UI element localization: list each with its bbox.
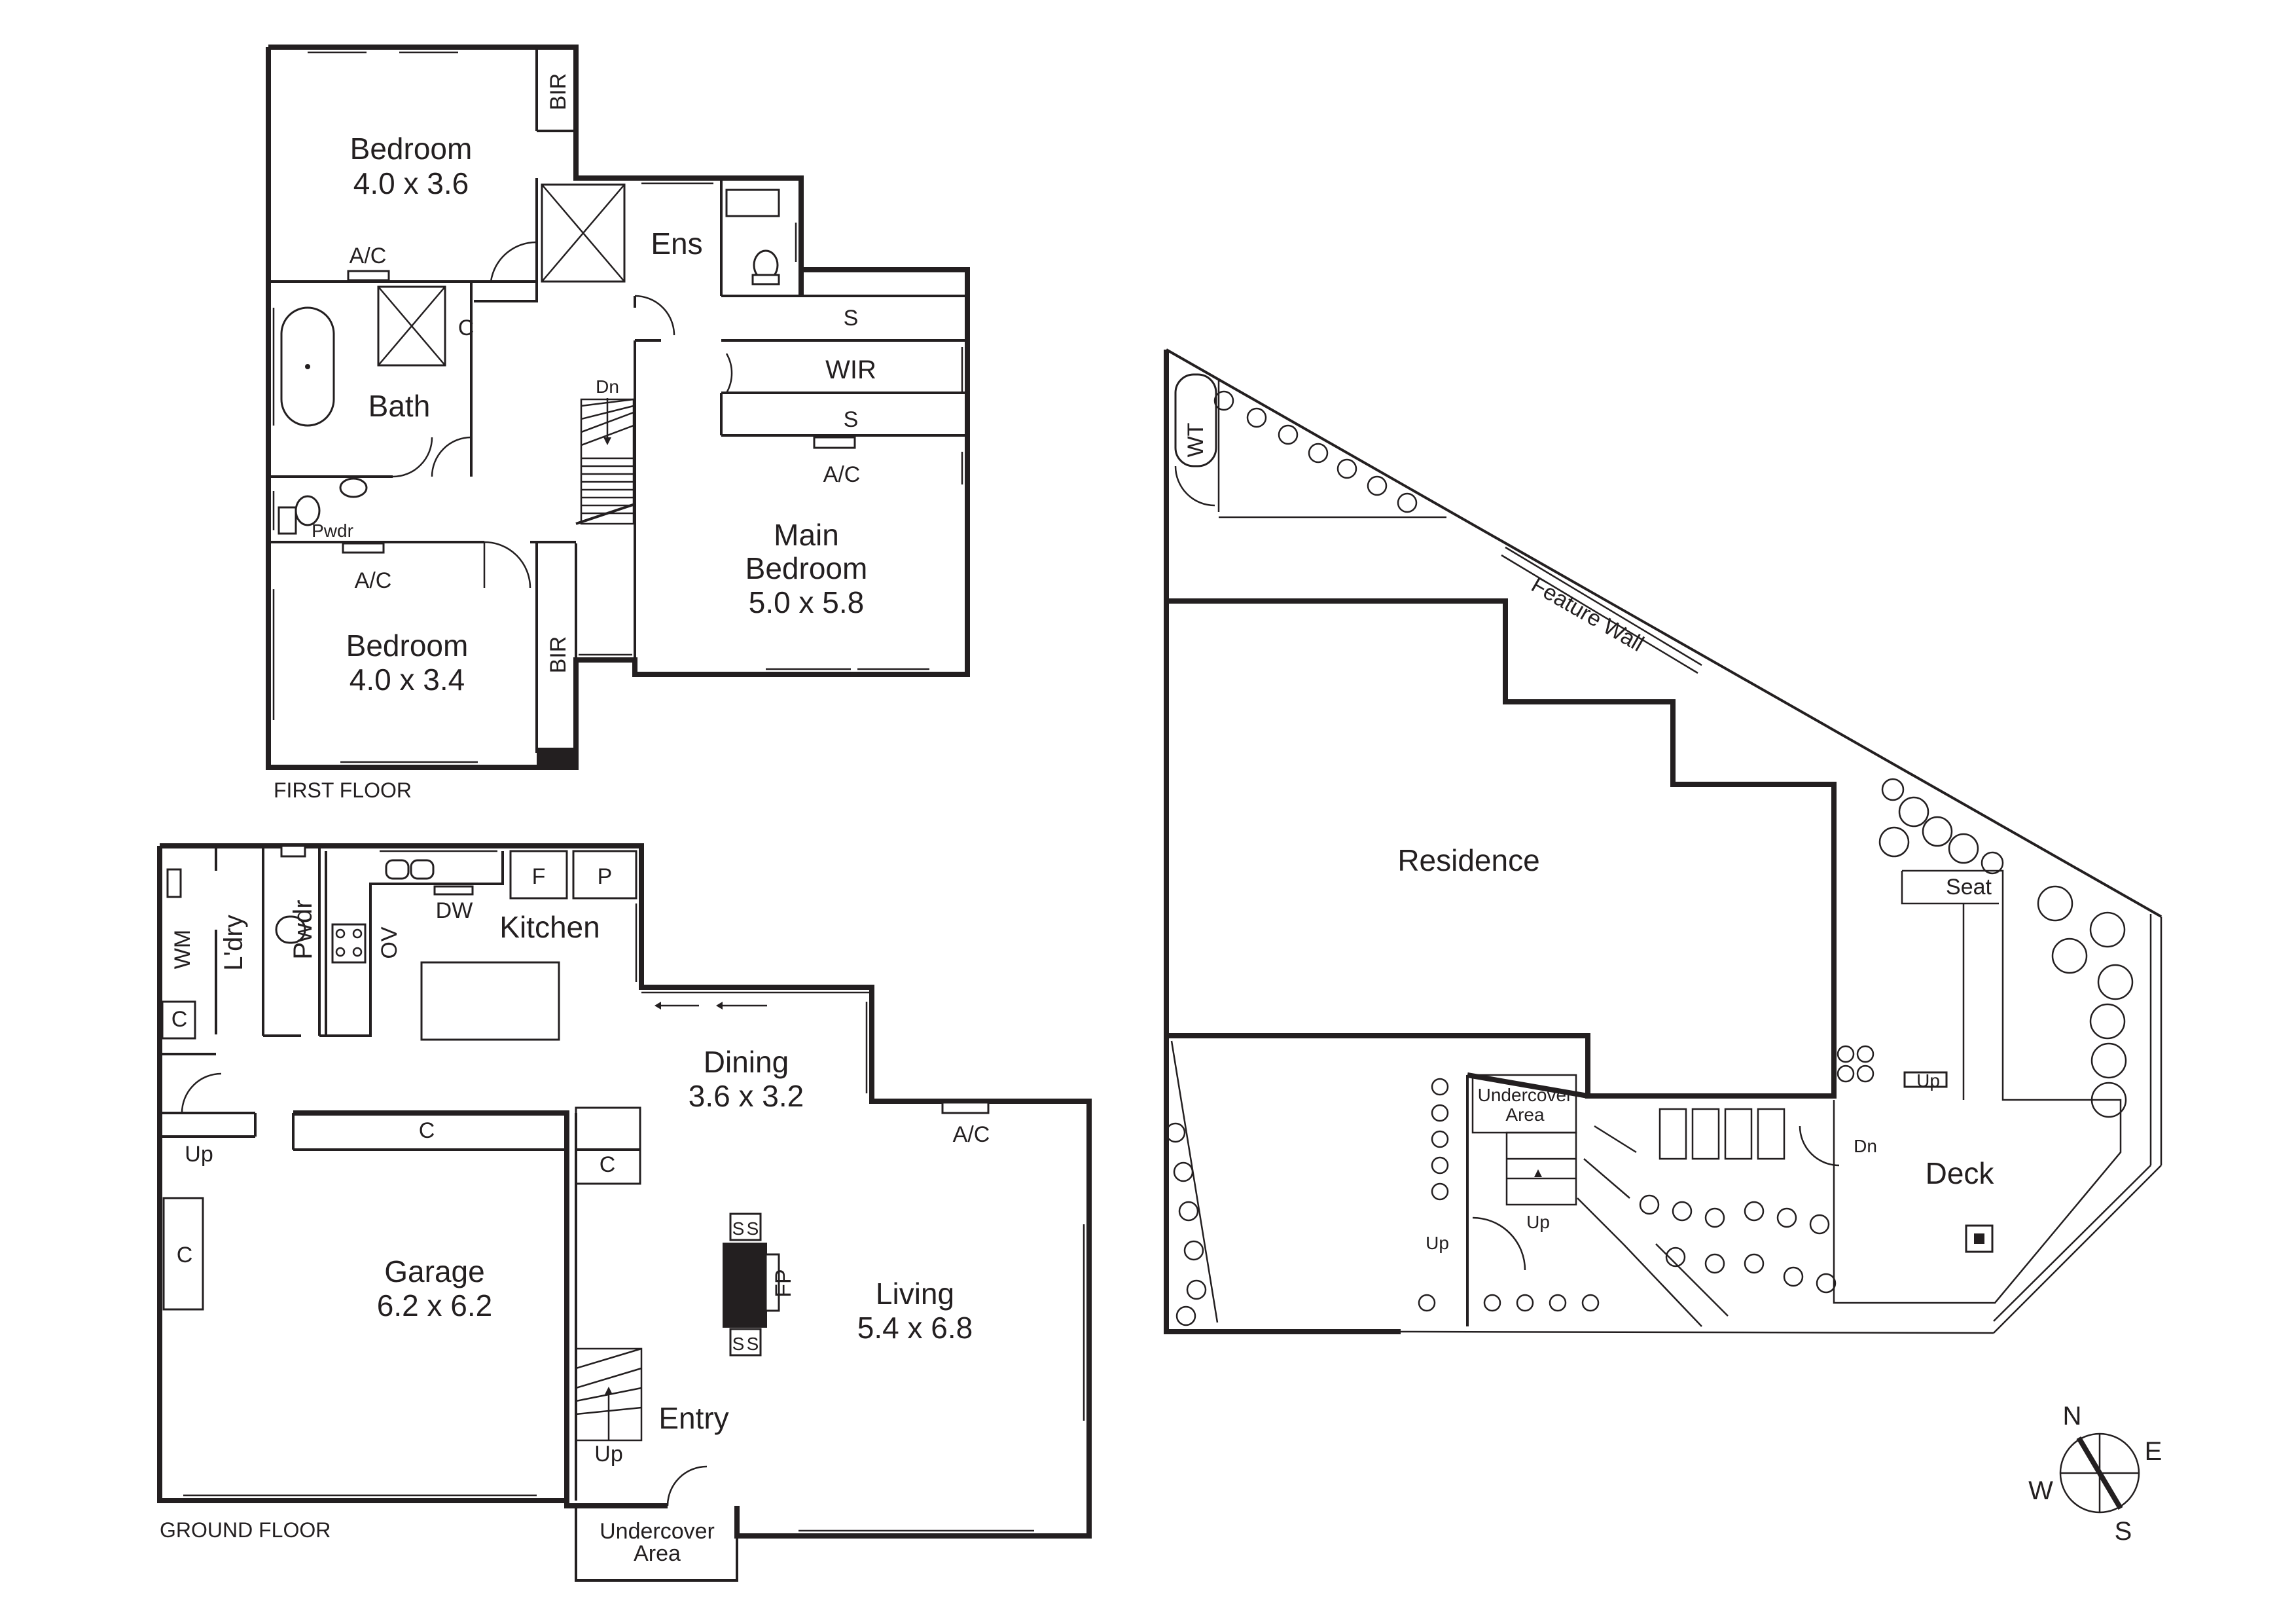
fireplace-label: FP	[771, 1269, 796, 1297]
ground-pwdr-label: Pwdr	[289, 900, 317, 959]
living-size: 5.4 x 6.8	[857, 1311, 973, 1345]
laundry-cupboard-label: C	[171, 1007, 188, 1032]
bedroom-2-label: Bedroom	[346, 629, 469, 663]
first-floor-plan: Bedroom 4.0 x 3.6 Bedroom 4.0 x 3.4 Main…	[266, 45, 970, 802]
entry-cupboard-label: C	[600, 1152, 616, 1177]
ac-label-3: A/C	[823, 462, 861, 487]
fridge-label: F	[532, 864, 546, 889]
ac-label-2: A/C	[355, 568, 392, 593]
living-label: Living	[876, 1277, 954, 1311]
seat-label: Seat	[1946, 875, 1992, 900]
storage-label-4: S	[747, 1334, 759, 1354]
garage-cupboard-top-label: C	[419, 1118, 435, 1143]
storage-label-1: S	[732, 1218, 745, 1239]
compass-south: S	[2115, 1517, 2132, 1546]
bir-label-2: BIR	[546, 636, 571, 674]
storage-label-2: S	[747, 1218, 759, 1239]
deck-label: Deck	[1926, 1156, 1995, 1190]
compass-east: E	[2145, 1437, 2162, 1466]
storage-label-3: S	[732, 1334, 745, 1354]
main-bedroom-label-line2: Bedroom	[745, 551, 868, 585]
ensuite-label: Ens	[651, 227, 702, 261]
compass: N E S W	[2028, 1402, 2162, 1546]
garage-size: 6.2 x 6.2	[377, 1288, 492, 1322]
garage-label: Garage	[384, 1254, 484, 1288]
garage-cupboard-side-label: C	[177, 1243, 193, 1267]
site-plan: Residence Feature Wall WT Seat Deck Up D…	[1164, 348, 2162, 1334]
pwdr-label: Pwdr	[312, 520, 353, 541]
water-tank-label: WT	[1183, 423, 1208, 458]
compass-north: N	[2063, 1402, 2082, 1431]
deck-dn-label: Dn	[1854, 1136, 1877, 1156]
site-undercover-line2: Area	[1505, 1104, 1545, 1125]
entry-label: Entry	[658, 1401, 728, 1435]
wir-label: WIR	[825, 356, 876, 384]
shelf-label-1: S	[844, 306, 859, 331]
entry-up-label: Up	[594, 1442, 622, 1467]
main-bedroom-size: 5.0 x 5.8	[749, 585, 864, 619]
dining-size: 3.6 x 3.2	[689, 1079, 804, 1113]
bedroom-2-size: 4.0 x 3.4	[350, 663, 465, 697]
yard-up-left-label: Up	[1426, 1233, 1449, 1253]
entry-undercover-line1: Undercover	[600, 1519, 715, 1544]
wm-label: WM	[170, 930, 195, 969]
oven-label: OV	[377, 926, 402, 958]
yard-up-mid-label: Up	[1526, 1212, 1550, 1232]
bir-label-1: BIR	[546, 73, 571, 111]
entry-undercover-line2: Area	[634, 1541, 681, 1566]
living-ac-label: A/C	[953, 1122, 990, 1147]
bedroom-1-size: 4.0 x 3.6	[353, 166, 469, 200]
garage-up-label: Up	[185, 1142, 213, 1167]
compass-west: W	[2028, 1476, 2053, 1505]
dishwasher-label: DW	[436, 898, 473, 923]
dining-label: Dining	[704, 1045, 789, 1079]
site-undercover-line1: Undercover	[1478, 1085, 1573, 1105]
laundry-label: L'dry	[219, 915, 248, 970]
main-bedroom-label-line1: Main	[774, 518, 839, 552]
kitchen-label: Kitchen	[499, 910, 600, 944]
shelf-label-2: S	[844, 407, 859, 432]
ground-floor-label: GROUND FLOOR	[160, 1518, 331, 1542]
first-floor-label: FIRST FLOOR	[274, 778, 412, 802]
cupboard-label: C	[458, 316, 475, 340]
bath-label: Bath	[368, 389, 431, 423]
deck-up-label: Up	[1916, 1070, 1940, 1091]
pantry-label: P	[598, 864, 613, 889]
residence-label: Residence	[1397, 843, 1539, 877]
ac-label-1: A/C	[350, 244, 387, 268]
ground-floor-plan: Garage 6.2 x 6.2 Dining 3.6 x 3.2 Living…	[157, 843, 1092, 1582]
stair-dn-label: Dn	[596, 376, 619, 397]
bedroom-1-label: Bedroom	[350, 132, 473, 166]
